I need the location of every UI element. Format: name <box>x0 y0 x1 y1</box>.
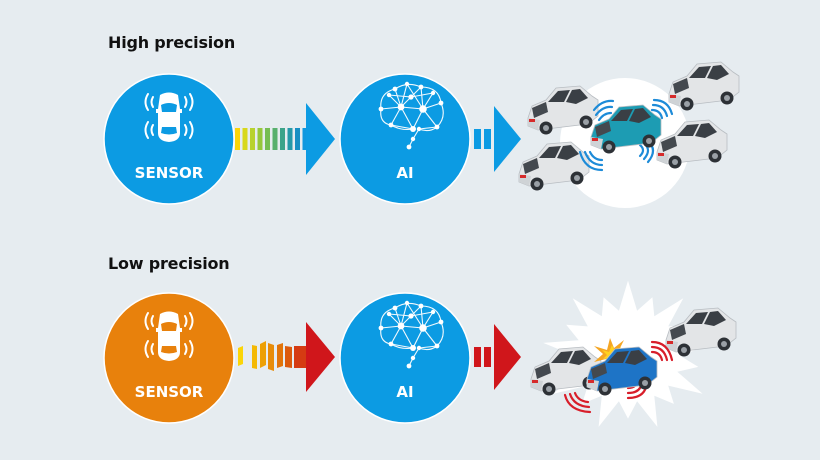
signal-bars-high <box>235 128 317 150</box>
signal-bar <box>235 128 240 150</box>
ai-circle-low <box>339 292 471 424</box>
signal-bar <box>260 341 266 368</box>
ai-label-low: AI <box>396 383 413 401</box>
arrow-ai-to-outcome-high <box>474 106 521 172</box>
signal-bar <box>250 128 255 150</box>
ai-label-high: AI <box>396 164 413 182</box>
signal-bar <box>257 128 263 150</box>
gray-car-icon <box>518 141 590 191</box>
signal-bar <box>242 128 248 150</box>
ai-node-high: AI <box>339 73 471 205</box>
arrow-ai-to-outcome-low <box>474 324 521 390</box>
low-precision-title: Low precision <box>108 254 230 273</box>
signal-bar <box>272 128 278 150</box>
gray-car-icon <box>665 307 737 357</box>
signal-bars-low <box>238 341 306 371</box>
signal-bar <box>287 128 293 150</box>
signal-bar <box>252 345 257 369</box>
sensor-node-low: SENSOR <box>103 292 235 424</box>
ai-circle-high <box>339 73 471 205</box>
high-precision-row: SENSOR AI <box>103 61 740 208</box>
collision-scene <box>530 280 737 427</box>
gray-car-icon <box>668 61 740 111</box>
sensor-label-low: SENSOR <box>135 383 204 401</box>
signal-bar <box>238 346 243 366</box>
sensor-node-high: SENSOR <box>103 73 235 205</box>
low-precision-row: SENSOR AI <box>103 280 737 427</box>
sensor-label-high: SENSOR <box>135 164 204 182</box>
gray-car-icon <box>527 85 599 135</box>
ai-node-low: AI <box>339 292 471 424</box>
safe-driving-scene <box>518 61 740 208</box>
signal-bar <box>285 346 292 368</box>
arrow-sensor-to-ai-low <box>306 322 335 392</box>
signal-bar <box>268 343 274 371</box>
signal-bar <box>265 128 270 150</box>
signal-bar <box>294 346 306 368</box>
signal-bar <box>277 343 283 368</box>
high-precision-title: High precision <box>108 33 236 52</box>
arrow-sensor-to-ai-high <box>306 103 335 175</box>
signal-bar <box>295 128 300 150</box>
signal-bar <box>280 128 285 150</box>
